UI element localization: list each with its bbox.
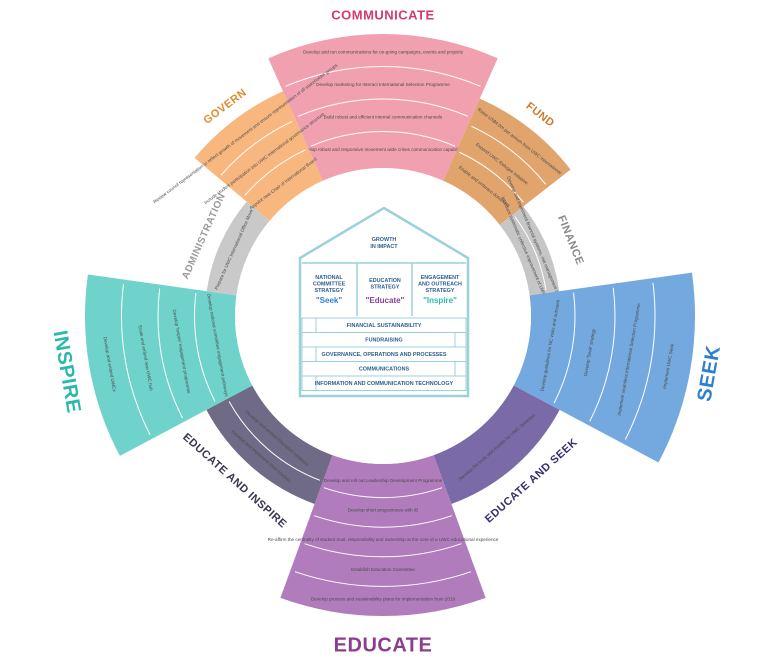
segment-item-text: Re-affirm the centrality of student trus… [268, 537, 499, 542]
segment-divider [310, 131, 456, 147]
segment-administration-shape [206, 201, 270, 296]
segment-educate-shape [280, 455, 486, 616]
segment-divider [228, 401, 321, 481]
segment-fund-shape [443, 98, 571, 225]
foundation-brick [301, 375, 467, 391]
segment-divider [314, 515, 452, 528]
segment-divider [285, 66, 481, 87]
segment-item-text: Develop marketing for Interact Internati… [316, 82, 450, 87]
segment-item-text: Develop and roll out Leadership Developm… [324, 478, 443, 483]
foundation-brick-label: FUNDRAISING [365, 338, 402, 344]
title-educate: EDUCATE [334, 634, 433, 656]
segment-divider [298, 98, 468, 117]
pillar-2-quote: "Educate" [366, 296, 405, 305]
segment-govern-shape [194, 91, 323, 221]
segment-item-text: Establish Education Committee [351, 567, 415, 572]
title-communicate: COMMUNICATE [331, 7, 434, 22]
title-seek: SEEK [694, 344, 725, 403]
segment-divider [194, 292, 216, 402]
segment-seek-shape [513, 272, 695, 463]
segment-divider [304, 543, 462, 558]
title-inspire: INSPIRE [49, 329, 85, 415]
segment-item-text: Develop robust and responsive movement w… [300, 147, 467, 152]
segment-divider [459, 151, 524, 203]
segment-divider [294, 571, 472, 587]
segment-divider [157, 288, 183, 419]
title-finance: FINANCE [555, 214, 586, 267]
segment-divider [514, 216, 547, 291]
segment-item-text: Develop and run communications for on-go… [303, 49, 464, 54]
segment-communicate: Develop and run communications for on-go… [268, 34, 498, 181]
segment-item-text: Build robust and efficient internal comm… [324, 114, 443, 119]
foundation-brick-label: INFORMATION AND COMMUNICATION TECHNOLOGY [315, 381, 454, 387]
segment-educate: Develop process and sustainability plans… [268, 455, 499, 616]
segment-divider [121, 284, 151, 435]
segment-finance-shape [499, 206, 560, 296]
segment-divider [220, 120, 293, 176]
foundation-brick-label: COMMUNICATIONS [359, 367, 410, 373]
segment-communicate-shape [268, 34, 498, 181]
segment-educate-and-seek-shape [433, 385, 560, 504]
segment-divider [471, 125, 547, 185]
title-fund: FUND [524, 100, 557, 130]
segment-divider [553, 292, 576, 404]
segment-inspire-shape [85, 274, 253, 456]
foundation-brick-label: FINANCIAL SUSTAINABILITY [347, 323, 422, 329]
foundation-brick-label: GOVERNANCE, OPERATIONS AND PROCESSES [322, 352, 447, 358]
pillar-1-quote: "Seek" [316, 296, 342, 305]
pillar-3-quote: "Inspire" [423, 296, 457, 305]
segment-divider [323, 487, 443, 499]
segment-item-text: Develop process and sustainability plans… [311, 596, 455, 601]
segment-divider [589, 287, 616, 422]
segment-divider [244, 149, 306, 197]
house-foundation-bricks: FINANCIAL SUSTAINABILITY FUNDRAISING GOVER… [301, 317, 467, 391]
segment-item-text: Develop short programmes with IB [348, 508, 418, 513]
segment-divider [624, 282, 656, 440]
